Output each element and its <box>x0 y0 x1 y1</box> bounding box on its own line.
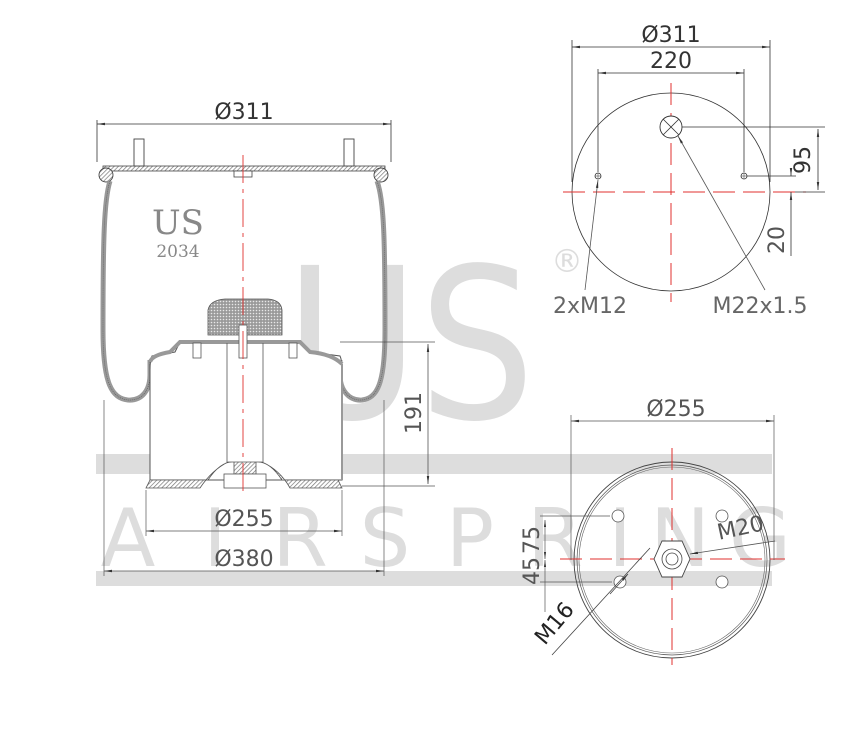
bellows-left <box>100 180 153 403</box>
svg-text:P: P <box>446 492 494 585</box>
bolt-hole-left <box>594 172 602 180</box>
bead-right <box>373 167 389 183</box>
model-number-label: 2034 <box>156 242 199 262</box>
dim-offset-lower: 20 <box>765 226 790 254</box>
top-plate <box>102 165 386 172</box>
dim-plate-diameter: Ø311 <box>641 23 700 48</box>
callout-bolts: 2xM12 <box>553 294 627 319</box>
watermark-tagline: A I R S P R I N G <box>101 492 791 585</box>
dim-offset-b: 75 <box>520 526 545 554</box>
svg-text:S: S <box>360 492 411 585</box>
air-fitting-hole <box>659 115 683 139</box>
piston-outline <box>149 341 343 481</box>
dim-height: 191 <box>402 392 427 434</box>
dim-bolt-spacing: 220 <box>650 49 692 74</box>
svg-text:I: I <box>203 492 227 585</box>
svg-text:G: G <box>729 492 791 585</box>
watermark: US ® A I R S P R I N G <box>96 223 791 586</box>
stud-right <box>343 138 355 167</box>
hole-upper-left <box>611 509 625 523</box>
bead-left <box>98 167 114 183</box>
center-stud-hex <box>653 540 691 578</box>
dim-piston-diameter: Ø255 <box>214 507 273 532</box>
model-brand-label: US <box>152 203 204 243</box>
dim-bottom-piston-diameter: Ø255 <box>646 397 705 422</box>
bumper <box>207 298 283 336</box>
dim-offset-vertical: 95 <box>791 146 816 174</box>
hole-upper-right <box>715 509 729 523</box>
bolt-hole-right <box>740 172 748 180</box>
piston-base <box>145 461 343 489</box>
svg-text:A: A <box>101 492 156 585</box>
dim-max-diameter: Ø380 <box>214 547 273 572</box>
side-view: US 2034 Ø311 191 Ø255 Ø380 <box>96 100 435 576</box>
dim-top-diameter: Ø311 <box>214 100 273 125</box>
svg-text:I: I <box>608 492 632 585</box>
callout-bolt: M16 <box>530 598 579 650</box>
svg-text:R: R <box>272 492 328 585</box>
svg-text:R: R <box>527 492 583 585</box>
watermark-registered-icon: ® <box>551 242 583 280</box>
callout-air-fitting: M22x1.5 <box>713 294 808 319</box>
stud-left <box>133 138 145 167</box>
dim-offset-a: 45 <box>520 557 545 585</box>
hole-lower-right <box>715 575 729 589</box>
top-view: Ø311 220 95 20 2xM12 M22x1.5 <box>553 23 825 319</box>
